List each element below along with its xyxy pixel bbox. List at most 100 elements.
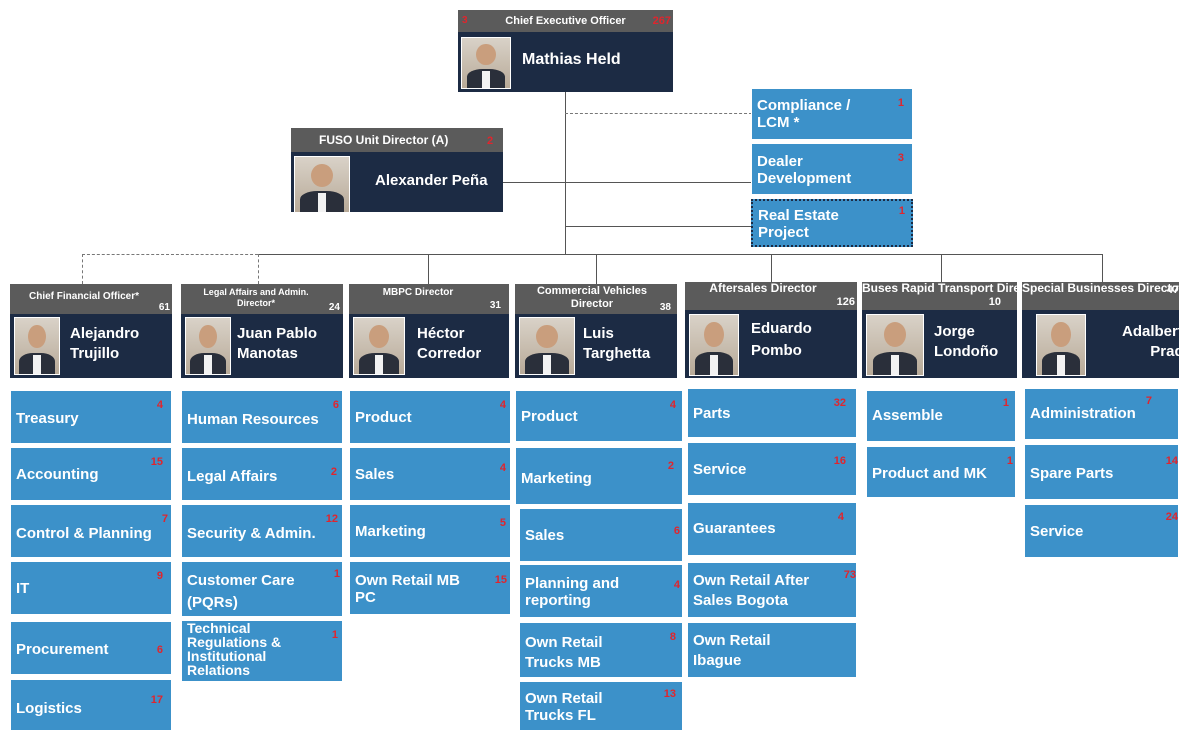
- compliance-unit[interactable]: Compliance / LCM * 1: [751, 88, 913, 140]
- director-title: Buses Rapid Transport Director: [862, 282, 1017, 310]
- director-photo: [519, 317, 575, 375]
- director-count: 10: [988, 296, 1001, 308]
- unit-label: Own Retail MB PC: [355, 572, 461, 606]
- unit-count: 4: [669, 399, 676, 411]
- unit-label: Sales: [525, 527, 565, 544]
- unit-count: 2: [667, 460, 674, 472]
- director-count: 31: [489, 300, 501, 311]
- director-title: Aftersales Director: [685, 282, 857, 310]
- director-body: Juan Pablo Manotas: [181, 314, 343, 378]
- fuso-photo: [294, 156, 350, 213]
- director-aftersales[interactable]: Aftersales Director 126 Eduardo Pombo: [685, 282, 857, 378]
- unit-label: Planning and reporting: [525, 575, 620, 609]
- director-body: Adalberto Prada: [1022, 310, 1179, 378]
- unit-technical-regulations[interactable]: Technical Regulations & Institutional Re…: [181, 620, 343, 682]
- unit-count: 5: [499, 517, 506, 529]
- director-legal[interactable]: Legal Affairs and Admin. Director* 24 Ju…: [181, 284, 343, 378]
- real-estate-connector-line: [565, 226, 752, 227]
- ceo-box[interactable]: Chief Executive Officer 3 267 Mathias He…: [458, 10, 673, 92]
- director-count: 38: [659, 302, 671, 313]
- real-estate-unit[interactable]: Real Estate Project 1: [751, 199, 913, 247]
- unit-count: 1: [331, 629, 338, 641]
- unit-security-admin[interactable]: Security & Admin.12: [181, 504, 343, 558]
- director-name: Eduardo Pombo: [751, 320, 812, 359]
- director-count: 24: [328, 302, 340, 313]
- unit-parts[interactable]: Parts 32: [687, 388, 857, 438]
- unit-count: 6: [673, 525, 680, 537]
- unit-label: Assemble: [872, 407, 943, 424]
- director-body: Eduardo Pombo: [685, 310, 857, 378]
- unit-label: Marketing: [521, 470, 592, 487]
- director-brt[interactable]: Buses Rapid Transport Director 10 Jorge …: [862, 282, 1017, 378]
- director-cfo[interactable]: Chief Financial Officer* 61 Alejandro Tr…: [10, 284, 172, 378]
- unit-count: 3: [897, 152, 904, 164]
- unit-cv-sales[interactable]: Sales 6: [519, 508, 683, 562]
- mbpc-drop-line: [428, 254, 429, 284]
- fuso-box[interactable]: FUSO Unit Director (A) 2 Alexander Peña: [291, 128, 503, 213]
- unit-label: Logistics: [16, 700, 82, 717]
- director-count: 126: [836, 296, 855, 308]
- unit-count: 14: [1165, 455, 1178, 467]
- unit-assemble[interactable]: Assemble 1: [866, 390, 1016, 442]
- compliance-dashed-line: [565, 113, 752, 114]
- unit-cv-marketing[interactable]: Marketing 2: [515, 447, 683, 505]
- brt-drop-line: [941, 254, 942, 282]
- unit-count: 4: [156, 399, 163, 411]
- director-title: Special Businesses Director (A): [1022, 282, 1179, 310]
- unit-label: Own Retail After Sales Bogota: [693, 572, 810, 609]
- fuso-count: 2: [487, 135, 494, 147]
- director-commercial-vehicles[interactable]: Commercial Vehicles Director 38 Luis Tar…: [515, 284, 677, 378]
- unit-label: Own Retail Trucks MB: [525, 634, 603, 671]
- director-photo: [689, 314, 739, 376]
- unit-own-retail-ibague[interactable]: Own Retail Ibague: [687, 622, 857, 678]
- director-name: Héctor Corredor: [417, 325, 482, 362]
- director-mbpc[interactable]: MBPC Director 31 Héctor Corredor: [349, 284, 509, 378]
- unit-count: 15: [494, 574, 507, 586]
- unit-customer-care[interactable]: Customer Care (PQRs)1: [181, 561, 343, 617]
- unit-count: 1: [1002, 397, 1009, 409]
- unit-count: 13: [663, 688, 676, 700]
- unit-count: 24: [1165, 511, 1178, 523]
- director-photo: [866, 314, 924, 376]
- director-photo: [1036, 314, 1086, 376]
- director-title: Legal Affairs and Admin. Director*: [181, 284, 343, 314]
- unit-own-retail-mbpc[interactable]: Own Retail MB PC 15: [349, 561, 511, 615]
- unit-label: Parts: [693, 405, 731, 422]
- dealer-development-unit[interactable]: Dealer Development 3: [751, 143, 913, 195]
- unit-count: 15: [150, 456, 163, 468]
- unit-label: Dealer Development: [757, 153, 852, 187]
- unit-count: 32: [833, 397, 846, 409]
- fuso-title: FUSO Unit Director (A): [291, 128, 503, 152]
- director-special-businesses[interactable]: Special Businesses Director (A) 47 Adalb…: [1022, 282, 1179, 378]
- ceo-stem-line: [565, 92, 566, 254]
- director-body: Luis Targhetta: [515, 314, 677, 378]
- fuso-name: Alexander Peña: [375, 172, 488, 189]
- director-photo: [14, 317, 60, 375]
- director-title: Chief Financial Officer*: [10, 284, 172, 314]
- ceo-count-right: 267: [652, 15, 671, 27]
- unit-count: 7: [1145, 395, 1152, 407]
- unit-count: 16: [833, 455, 846, 467]
